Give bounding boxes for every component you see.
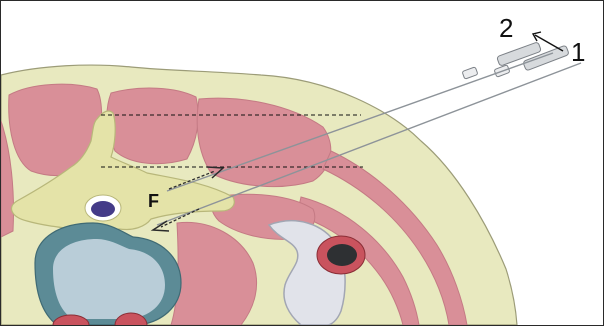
- needle-1-label: 1: [571, 37, 585, 67]
- spinal-cord: [91, 201, 115, 217]
- aorta-lumen: [327, 244, 357, 266]
- right-multifidus-muscle: [107, 88, 198, 164]
- facet-label: F: [148, 191, 159, 211]
- needle-2-label: 2: [499, 13, 513, 43]
